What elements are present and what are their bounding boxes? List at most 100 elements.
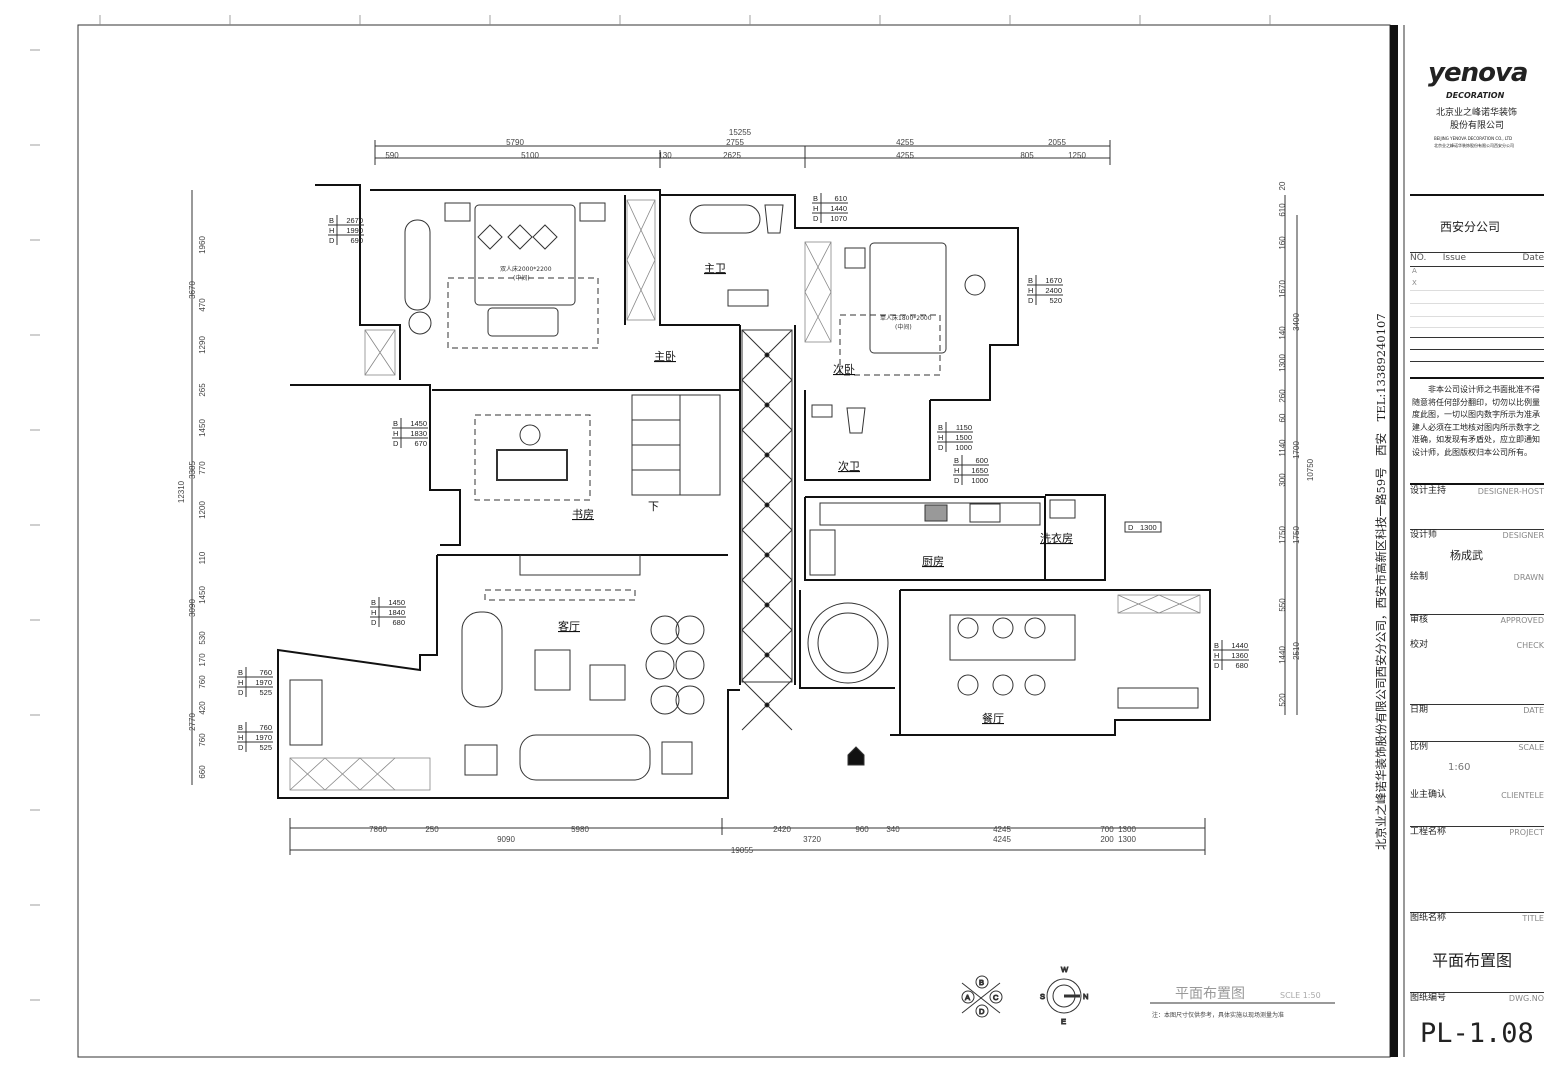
spec-value-b: 1450 [410,419,427,428]
dimension-label: 260 [1278,389,1287,403]
spec-key: H [1028,286,1033,295]
master-bed-label: 双人床2000*2200 [500,265,552,273]
dimension-label: 1960 [198,236,207,254]
spec-value-d: 525 [259,743,272,752]
dimension-label: 170 [198,653,207,667]
spec-key: B [238,668,243,677]
spec-key: D [329,236,335,245]
spec-value-h: 1990 [346,226,363,235]
field-label-cn: 绘制 [1410,572,1429,582]
issue-row-x: X [1412,279,1417,287]
spec-key: H [238,733,243,742]
company-logo-sub: DECORATION [1446,91,1505,100]
dimension-label: 2510 [1292,642,1301,660]
room-label-second-bedroom: 次卧 [833,362,855,376]
compass-n: N [1083,992,1088,1001]
field-label-cn: 日期 [1410,705,1429,715]
issue-col-date: Date [1522,253,1544,263]
sheet-ruler [30,15,1271,1001]
dimension-label: 1450 [198,419,207,437]
dimension-label: 660 [198,765,207,779]
walls [277,184,1211,799]
field-value: PL-1.08 [1420,1018,1534,1049]
index-letter-a: A [965,993,970,1002]
index-letter-d: D [979,1007,985,1016]
spec-value-b: 600 [975,456,988,465]
round-floor-medallion [807,602,889,684]
field-label-cn: 校对 [1410,640,1429,650]
dimension-label: 550 [1278,598,1287,612]
dimension-label: 1200 [198,501,207,519]
staircase [631,394,721,496]
bathtub [689,204,761,234]
field-label-cn: 图纸编号 [1410,993,1447,1003]
field-label-en: SCALE [1518,743,1544,752]
dimension-label: 1140 [1278,439,1287,457]
dimension-label: 4245 [993,835,1011,844]
dimension-label: 805 [1020,151,1034,160]
sheet-frame [77,24,1391,1058]
spec-value-h: 1830 [410,429,427,438]
spec-value-h: 2400 [1045,286,1062,295]
spec-value-b: 760 [259,668,272,677]
dimension-label: 300 [1278,473,1287,487]
dimension-label: 1300 [1118,825,1136,834]
dimension-label: 2055 [1048,138,1066,147]
dimension-label: 3090 [188,599,197,617]
issue-header: NO. Issue Date [1410,253,1544,264]
dimension-label: 1290 [198,336,207,354]
compass-icon: W E S N [1040,965,1089,1027]
dimension-label: 590 [385,151,399,160]
title-block-bar [1390,25,1398,1057]
dimension-label: 2420 [773,825,791,834]
laundry-depth-tag: D 1300 [1124,521,1162,533]
issue-col-issue: Issue [1442,253,1467,263]
drawing-title: 平面布置图 [1175,986,1245,1002]
room-label-living-room: 客厅 [558,619,580,633]
dimension-label: 1750 [1278,526,1287,544]
spec-value-b: 2670 [346,216,363,225]
furniture [289,202,1199,781]
section-index-symbol: B A C D [961,975,1003,1018]
spec-key: B [393,419,398,428]
dimension-label: 15255 [729,128,752,137]
wardrobes [289,199,1201,791]
dimension-label: 200 [1100,835,1114,844]
dimension-label: 5790 [506,138,524,147]
company-name-small: 北京业之峰诺华装饰股份有限公司西安分公司 [1434,143,1514,148]
dimension-label: 9090 [497,835,515,844]
laundry-depth-label: D [1128,523,1134,532]
dimension-label: 19055 [731,846,754,855]
spec-key: H [371,608,376,617]
dimension-label: 760 [198,733,207,747]
dining-table [949,614,1076,661]
field-label-cn: 业主确认 [1410,790,1447,800]
spec-value-h: 1440 [830,204,847,213]
spec-key: D [1214,661,1220,670]
spec-key: B [954,456,959,465]
spec-key: D [954,476,960,485]
field-value: 1:60 [1448,762,1471,773]
compass-s: S [1040,992,1045,1001]
spec-value-h: 1970 [255,678,272,687]
field-label-cn: 设计师 [1410,530,1438,540]
spec-value-h: 1840 [388,608,405,617]
field-label-cn: 工程名称 [1410,827,1447,837]
field-label-en: CLIENTELE [1501,791,1544,800]
dimension-label: 265 [198,383,207,397]
spec-key: D [238,743,244,752]
second-bed [869,242,947,354]
dimension-label: 12310 [177,480,186,503]
sofa [461,611,503,708]
compass-w: W [1061,965,1069,974]
dimension-label: 2770 [188,713,197,731]
room-label-master-bedroom: 主卧 [654,350,676,363]
